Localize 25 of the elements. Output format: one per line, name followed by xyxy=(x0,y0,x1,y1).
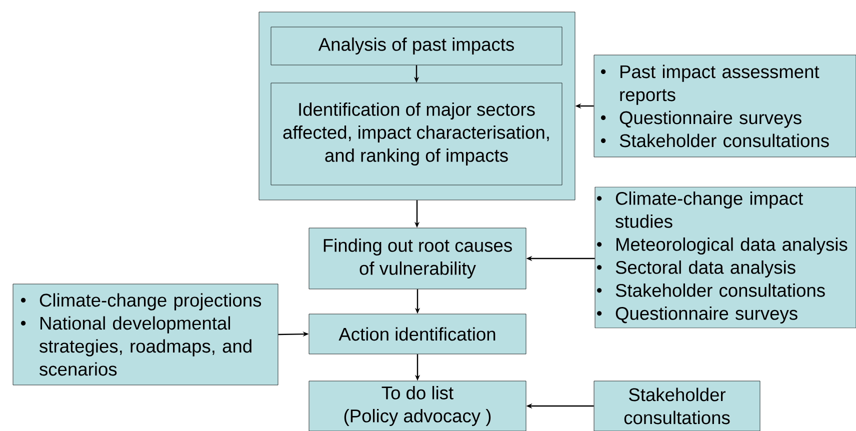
bullet-list-box xyxy=(594,186,856,328)
list-item: Climate-change impact studies xyxy=(616,191,803,228)
list-item: Climate-change projections xyxy=(40,293,262,310)
process-box xyxy=(308,228,526,290)
process-box xyxy=(594,380,760,431)
box-label: To do list (Policy advocacy ) xyxy=(344,386,491,426)
box-label: Analysis of past impacts xyxy=(318,37,514,55)
bullet-list-box xyxy=(594,54,856,158)
bullet-list-box xyxy=(12,284,278,386)
box-label: Stakeholder consultations xyxy=(624,388,730,424)
list-item: Sectoral data analysis xyxy=(616,260,796,278)
list-item: Meteorological data analysis xyxy=(616,237,848,255)
process-box xyxy=(270,26,562,66)
process-box xyxy=(308,380,526,431)
list-item: Past impact assessment reports xyxy=(620,64,820,105)
box-label: Finding out root causes of vulnerability xyxy=(324,238,512,279)
list-item: National developmental strategies, roadmaps, and scenarios xyxy=(40,316,252,376)
box-label: Identification of major sectors affected, impact characterisation, and ranking of impacts xyxy=(283,102,549,166)
list-item: Stakeholder consultations xyxy=(620,134,829,148)
list-item: Stakeholder consultations xyxy=(616,283,825,297)
list-item: Questionnaire surveys xyxy=(620,110,802,128)
process-box xyxy=(308,314,526,354)
process-box xyxy=(270,82,562,186)
box-label: Action identification xyxy=(338,327,496,341)
list-item: Questionnaire surveys xyxy=(616,306,798,324)
